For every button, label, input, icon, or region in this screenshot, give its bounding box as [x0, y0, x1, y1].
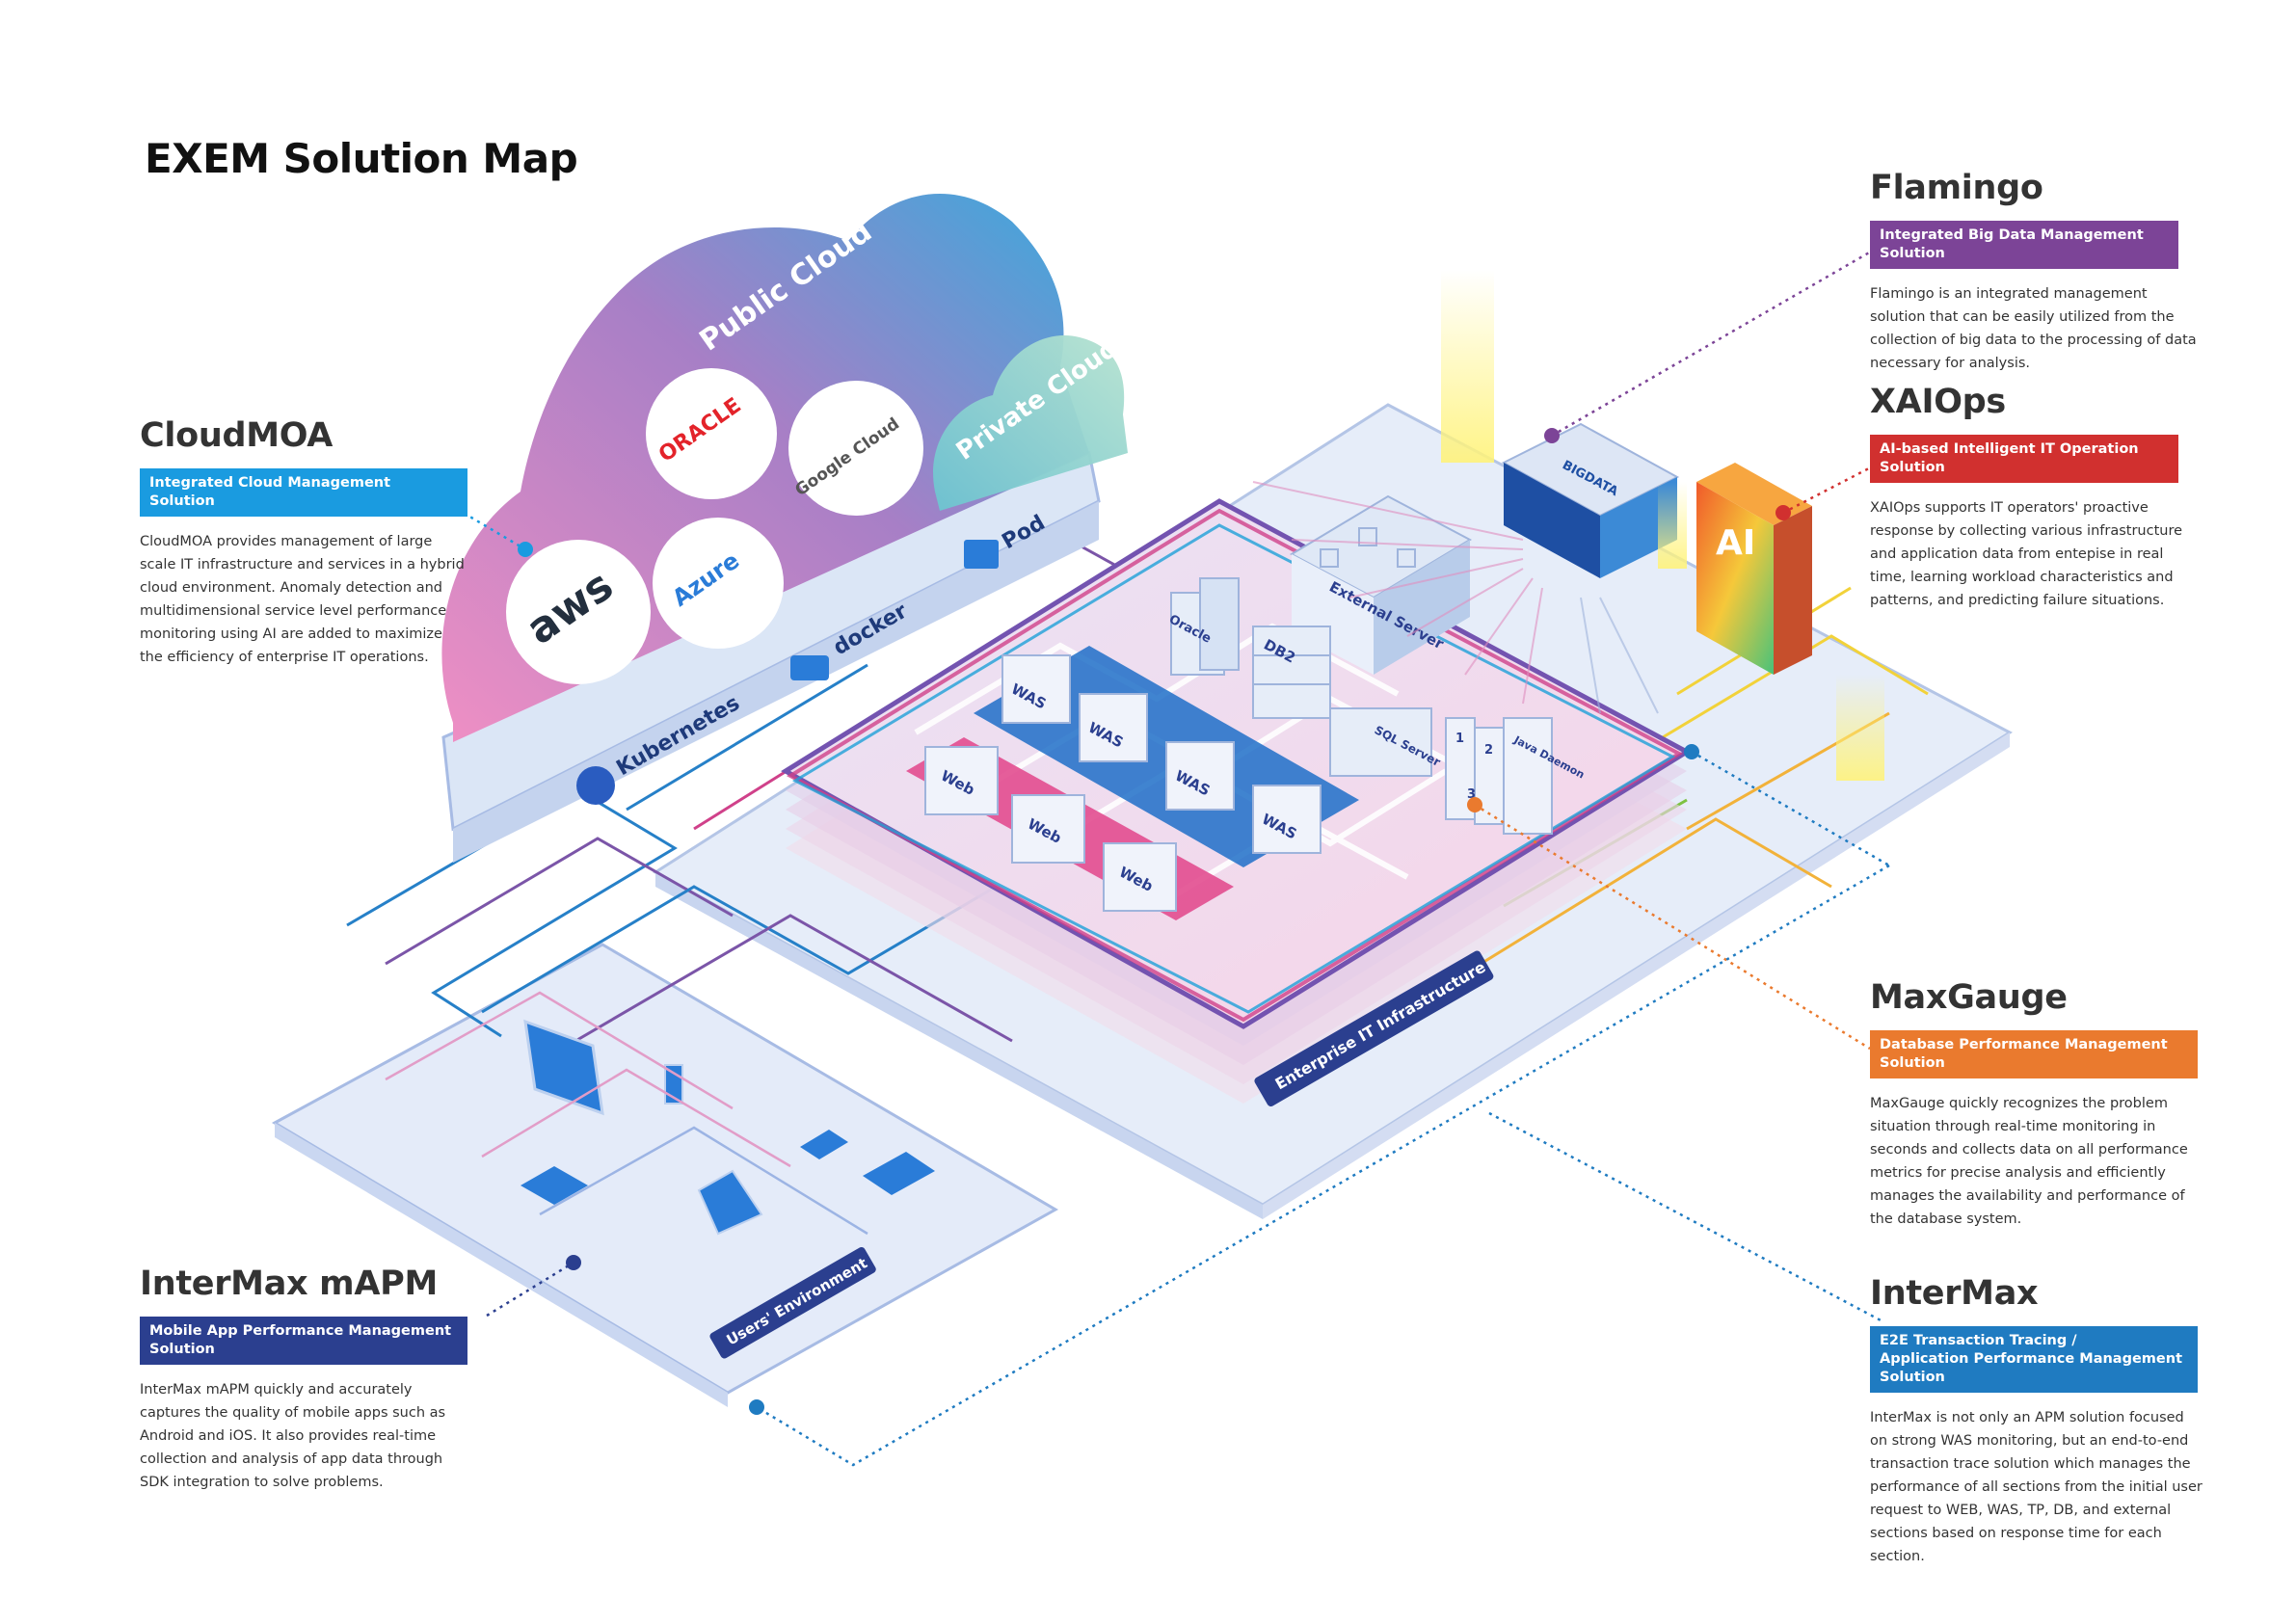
azure-logo: [653, 518, 784, 649]
was-box-1: WAS: [1001, 654, 1071, 724]
cloudmoa-tag: Integrated Cloud Management Solution: [140, 468, 467, 517]
google-cloud-logo: [788, 381, 923, 516]
data-glow-right: [1836, 675, 1884, 781]
private-cloud-shape: [933, 335, 1128, 511]
docker-icon: [790, 655, 829, 680]
aws-logo: [506, 540, 651, 684]
flamingo-description: Flamingo is an integrated management sol…: [1870, 286, 2197, 371]
users-platform-edge: [275, 1123, 728, 1407]
intermax-mapm-description: InterMax mAPM quickly and accurately cap…: [140, 1382, 446, 1490]
flamingo-marker: [1544, 428, 1560, 443]
intermax-tag: E2E Transaction Tracing / Application Pe…: [1870, 1326, 2198, 1393]
oracle-logo: [646, 368, 777, 499]
leader-lines: [423, 239, 1890, 1467]
daemon-number-3: 3: [1467, 787, 1476, 802]
intermax-marker-b: [749, 1399, 764, 1415]
user-devices: [521, 1019, 935, 1236]
intermax-title: InterMax: [1870, 1274, 2039, 1313]
flamingo-title: Flamingo: [1870, 169, 2043, 207]
web-servers: Web Web Web: [924, 746, 1177, 912]
was-servers: WAS WAS WAS WAS: [1001, 654, 1322, 854]
ai-label: AI: [1716, 523, 1755, 563]
daemon-number-2: 2: [1484, 743, 1493, 758]
intermax-description: InterMax is not only an APM solution foc…: [1870, 1410, 2203, 1564]
enterprise-base-edge-right: [1263, 732, 2010, 1219]
intermax-mapm-tag: Mobile App Performance Management Soluti…: [140, 1317, 467, 1365]
flamingo-panel: Flamingo Integrated Big Data Management …: [1870, 169, 2198, 375]
bigdata-beams: [1252, 481, 1659, 714]
maxgauge-description: MaxGauge quickly recognizes the problem …: [1870, 1096, 2188, 1227]
intermax-tag-line2: Application Performance Management Solut…: [1880, 1351, 2182, 1385]
enterprise-base-edge: [655, 872, 1263, 1219]
xaiops-tag: AI-based Intelligent IT Operation Soluti…: [1870, 435, 2178, 483]
xaiops-title: XAIOps: [1870, 383, 2006, 421]
was-box-3: WAS: [1165, 741, 1235, 811]
intermax-mapm-marker: [566, 1255, 581, 1270]
web-box-2: Web: [1011, 794, 1085, 864]
intermax-tag-line1: E2E Transaction Tracing /: [1880, 1333, 2077, 1348]
daemon-number-1: 1: [1455, 732, 1464, 746]
data-glow-mid: [1658, 482, 1687, 569]
db-servers: Oracle DB2 SQL Server 1 2 3 Java Daemon: [1166, 577, 1587, 835]
maxgauge-marker: [1467, 797, 1482, 812]
cloudmoa-marker: [518, 542, 533, 557]
intermax-panel: InterMax E2E Transaction Tracing / Appli…: [1870, 1274, 2203, 1568]
external-servers: External Server: [1289, 494, 1473, 675]
intermax-marker-a: [1684, 744, 1699, 759]
web-box-3: Web: [1103, 842, 1177, 912]
intermax-mapm-panel: InterMax mAPM Mobile App Performance Man…: [140, 1265, 467, 1494]
flamingo-tag: Integrated Big Data Management Solution: [1870, 221, 2178, 269]
cloudmoa-description: CloudMOA provides management of large sc…: [140, 534, 465, 665]
maxgauge-title: MaxGauge: [1870, 978, 2068, 1017]
pod-icon: [964, 540, 999, 569]
users-lines: [385, 991, 868, 1236]
intermax-mapm-title: InterMax mAPM: [140, 1265, 439, 1303]
cloudmoa-title: CloudMOA: [140, 416, 334, 455]
xaiops-description: XAIOps supports IT operators' proactive …: [1870, 500, 2183, 608]
xaiops-marker: [1775, 505, 1791, 520]
maxgauge-tag: Database Performance Management Solution: [1870, 1030, 2198, 1078]
maxgauge-panel: MaxGauge Database Performance Management…: [1870, 978, 2203, 1231]
xaiops-panel: XAIOps AI-based Intelligent IT Operation…: [1870, 383, 2203, 612]
was-box-2: WAS: [1079, 693, 1148, 762]
page-title: EXEM Solution Map: [145, 135, 578, 182]
kubernetes-icon: [576, 766, 615, 805]
was-box-4: WAS: [1252, 785, 1322, 854]
cloudmoa-panel: CloudMOA Integrated Cloud Management Sol…: [140, 416, 467, 669]
data-glow-left: [1441, 270, 1494, 463]
web-box-1: Web: [924, 746, 999, 815]
cloud-group: Public Cloud Private Cloud ORACLE Google…: [441, 194, 1128, 863]
